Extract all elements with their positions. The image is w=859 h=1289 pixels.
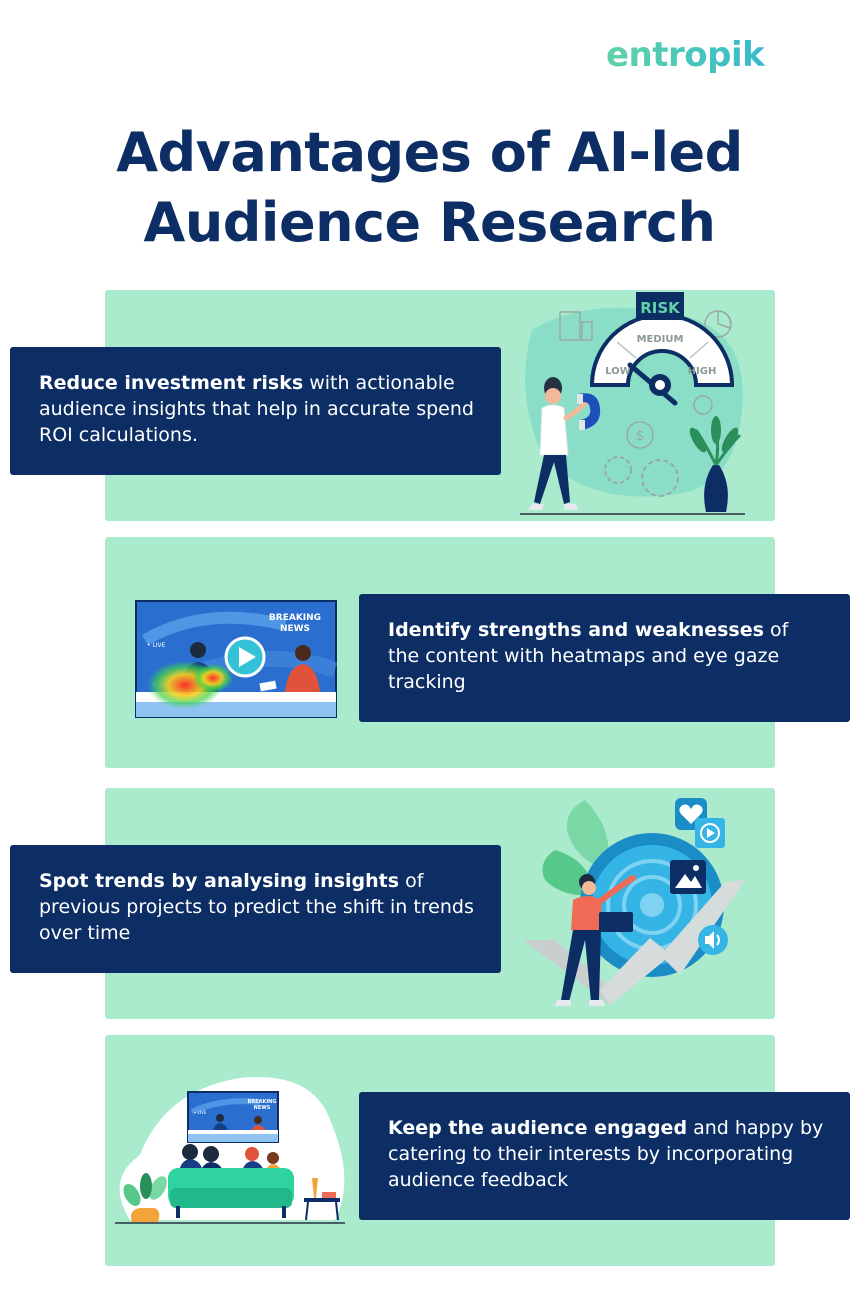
svg-text:$: $ bbox=[636, 428, 645, 444]
risk-label: RISK bbox=[640, 299, 681, 317]
section-card-reduce-risk: Reduce investment risks with actionable … bbox=[10, 347, 501, 475]
page-title-line-1: Advantages of AI-led bbox=[116, 121, 743, 184]
page-title: Advantages of AI-led Audience Research bbox=[0, 118, 859, 258]
tv-live-label: • LIVE bbox=[194, 1110, 207, 1115]
trends-illustration bbox=[523, 798, 745, 1006]
risk-gauge-illustration: RISK MEDIUM LOW HIGH $ bbox=[520, 292, 745, 515]
section-card-engaged: Keep the audience engaged and happy by c… bbox=[359, 1092, 850, 1220]
gauge-medium-label: MEDIUM bbox=[637, 334, 684, 345]
news-heatmap-illustration: BREAKING NEWS • LIVE bbox=[135, 600, 337, 718]
section-card-bold: Keep the audience engaged bbox=[388, 1117, 688, 1139]
page-title-line-2: Audience Research bbox=[143, 191, 716, 254]
section-card-bold: Identify strengths and weaknesses bbox=[388, 619, 764, 641]
live-label: • LIVE bbox=[147, 642, 166, 649]
audience-tv-illustration: BREAKING NEWS • LIVE bbox=[115, 1076, 345, 1224]
section-card-trends: Spot trends by analysing insights of pre… bbox=[10, 845, 501, 973]
gauge-high-label: HIGH bbox=[688, 366, 717, 377]
section-card-strengths: Identify strengths and weaknesses of the… bbox=[359, 594, 850, 722]
section-card-text: of previous projects to predict the shif… bbox=[39, 870, 474, 944]
news-label: NEWS bbox=[280, 624, 310, 634]
section-card-bold: Reduce investment risks bbox=[39, 372, 304, 394]
section-card-text: with actionable audience insights that h… bbox=[39, 372, 474, 446]
section-card-bold: Spot trends by analysing insights bbox=[39, 870, 400, 892]
section-card-text: of the content with heatmaps and eye gaz… bbox=[388, 619, 789, 693]
breaking-label: BREAKING bbox=[269, 613, 321, 623]
entropik-logo: entropik bbox=[606, 30, 776, 80]
tv-breaking-label: BREAKING bbox=[248, 1099, 277, 1105]
gauge-low-label: LOW bbox=[605, 366, 631, 377]
tv-news-label: NEWS bbox=[254, 1105, 271, 1111]
section-card-text: and happy by catering to their interests… bbox=[388, 1117, 824, 1191]
